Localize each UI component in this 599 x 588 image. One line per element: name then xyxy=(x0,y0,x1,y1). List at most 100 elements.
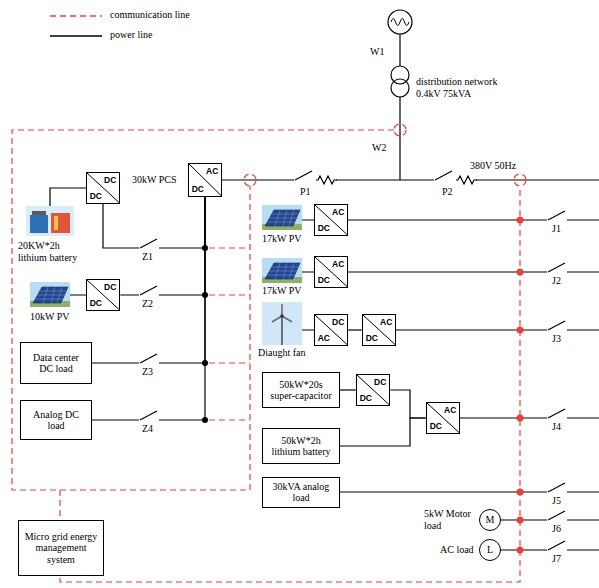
converter-diagonal xyxy=(357,375,390,405)
node-text: AC xyxy=(444,406,456,415)
node-text: Micro grid energy management system xyxy=(24,531,98,566)
converter-box: ACDC xyxy=(188,163,223,197)
converter-box: DCAC xyxy=(314,314,349,346)
grid-source-symbol xyxy=(388,10,412,34)
communication-line xyxy=(244,174,256,186)
pv-panel-picture xyxy=(265,263,300,279)
wind-turbine-picture xyxy=(272,304,292,322)
power-line xyxy=(490,549,599,550)
switch-label: Z1 xyxy=(142,251,153,263)
node-text: AC xyxy=(380,318,392,327)
switch-symbol xyxy=(139,292,159,298)
transformer-symbol xyxy=(391,66,409,97)
battery-picture xyxy=(32,211,46,215)
text-label: 20KW*2h lithium battery xyxy=(18,240,82,263)
node-text: 50kW*20s super-capacitor xyxy=(268,379,334,402)
bus-junction-dot xyxy=(202,360,208,366)
converter-diagonal xyxy=(315,315,348,345)
switch-label: W1 xyxy=(370,46,384,58)
node-text: AC xyxy=(332,260,344,269)
switch-symbol xyxy=(548,511,565,520)
communication-node-dot xyxy=(517,489,524,496)
node-text: L xyxy=(487,544,493,556)
communication-line xyxy=(514,174,526,186)
node-text: M xyxy=(486,514,495,526)
converter-diagonal xyxy=(189,164,222,196)
battery-picture xyxy=(26,206,74,236)
power-line xyxy=(205,179,599,180)
breaker-symbol xyxy=(295,171,337,184)
load-box: Analog DC load xyxy=(20,400,92,440)
power-connector xyxy=(340,389,356,390)
communication-node-dot xyxy=(517,217,524,224)
node-text: DC xyxy=(366,334,378,343)
communication-line xyxy=(209,294,250,295)
bus-junction-dot xyxy=(202,245,208,423)
switch-symbol xyxy=(548,263,565,272)
communication-node-dot xyxy=(517,517,524,524)
communication-node-dot xyxy=(517,217,524,554)
converter-diagonal xyxy=(87,173,120,203)
node-text: DC xyxy=(430,422,442,431)
node-text: DC xyxy=(360,394,372,403)
power-connector xyxy=(390,390,425,418)
switch-symbol xyxy=(139,245,159,251)
converter-box: ACDC xyxy=(314,256,349,288)
node-text: DC xyxy=(374,378,386,387)
node-text: DC xyxy=(318,276,330,285)
node-text: Analog DC load xyxy=(26,409,86,432)
communication-node-dot xyxy=(517,415,524,422)
legend-sample-line xyxy=(50,35,102,36)
text-label: 5kW Motor load xyxy=(424,508,476,531)
switch-symbol xyxy=(547,517,567,523)
legend-sample-line xyxy=(50,15,102,16)
wind-turbine-picture xyxy=(262,302,302,345)
switch-symbol xyxy=(547,269,567,275)
power-connector xyxy=(120,197,205,295)
breaker-symbol xyxy=(435,171,477,184)
text-label: 30kW PCS xyxy=(132,174,177,186)
switch-symbol xyxy=(548,483,565,492)
pv-panel-picture xyxy=(33,287,68,303)
legend-sample xyxy=(48,32,104,40)
load-box: 30kVA analog load xyxy=(262,477,340,508)
communication-line xyxy=(209,419,250,420)
communication-line xyxy=(209,247,250,248)
wind-turbine-picture xyxy=(280,314,284,318)
node-text: AC xyxy=(206,167,218,176)
switch-label: J7 xyxy=(552,553,561,565)
switch-symbol xyxy=(139,417,159,423)
converter-diagonal xyxy=(87,280,120,310)
pv-panel-picture xyxy=(262,258,302,283)
text-label: AC load xyxy=(440,544,474,556)
pv-panel-picture xyxy=(262,205,302,230)
text-label: Diaught fan xyxy=(258,347,306,359)
pv-panel-picture xyxy=(30,282,70,307)
converter-diagonal xyxy=(363,315,396,345)
converter-box: ACDC xyxy=(362,314,397,346)
switch-label: Z4 xyxy=(142,423,153,435)
switch-label: Z2 xyxy=(142,298,153,310)
storage-box: 50kW*20s super-capacitor xyxy=(262,372,340,408)
switch-symbol xyxy=(547,327,567,333)
storage-box: 50kW*2h lithium battery xyxy=(262,428,340,464)
switch-symbol xyxy=(547,217,567,223)
legend-sample xyxy=(48,12,104,20)
bus-junction-dot xyxy=(202,417,208,423)
node-text: DC xyxy=(332,318,344,327)
text-label: 17kW PV xyxy=(262,285,302,297)
breaker-symbol xyxy=(294,171,477,184)
converter-box: ACDC xyxy=(426,402,461,434)
converter-diagonal xyxy=(315,205,348,235)
battery-picture xyxy=(51,213,70,233)
node-text: DC xyxy=(90,192,102,201)
converter-box: DCDC xyxy=(86,279,121,311)
switch-symbol xyxy=(548,541,565,550)
switch-symbol xyxy=(140,286,157,295)
communication-line xyxy=(12,130,394,490)
transformer-symbol xyxy=(391,79,409,97)
node-text: 50kW*2h lithium battery xyxy=(268,435,334,458)
pv-panel-picture xyxy=(262,258,302,283)
power-line xyxy=(490,519,599,520)
switch-symbol xyxy=(139,211,567,553)
